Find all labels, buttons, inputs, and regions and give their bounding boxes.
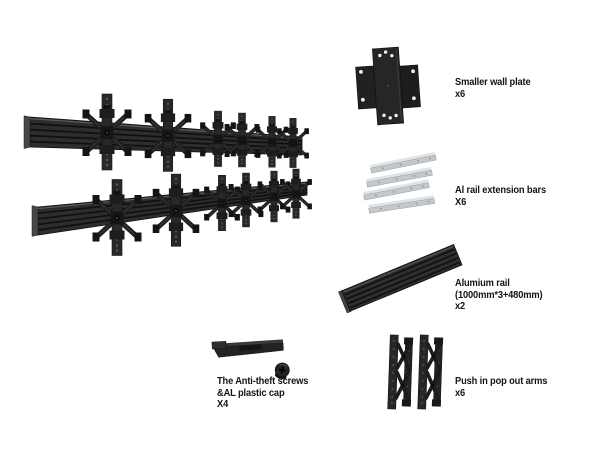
part-detail: &AL plastic cap [217,387,285,399]
part-qty: x2 [455,301,466,313]
part-qty: X6 [455,196,467,208]
part-qty: x6 [455,387,466,399]
part-name: Push in pop out arms [455,376,548,387]
part-name: Smaller wall plate [455,77,531,88]
extension-bars-illustration [363,151,437,214]
wall-plate-illustration [355,46,421,126]
part-qty: X4 [217,399,229,411]
part-name: Alumium rail [455,278,510,289]
label-pop-out-arms: Push in pop out arms x6 [455,376,547,399]
label-wall-plate: Smaller wall plate x6 [455,77,531,100]
bottom-rail-brackets [93,167,314,256]
pop-out-arms-illustration [385,333,446,412]
part-detail: (1000mm*3+480mm) [455,289,543,301]
anti-theft-screw [274,362,290,380]
plastic-cap [211,339,284,358]
part-name: The Anti-theft screws [217,376,309,387]
part-qty: x6 [455,88,466,100]
aluminum-rail-illustration [338,244,463,314]
anti-theft-screw-and-cap-illustration [211,339,290,380]
dual-rail-mount-assembly-illustration [23,94,314,256]
part-name: Al rail extension bars [455,185,547,196]
label-anti-theft-screws: The Anti-theft screws &AL plastic cap X4 [217,376,308,411]
label-extension-bars: Al rail extension bars X6 [455,185,546,208]
label-aluminum-rail: Alumium rail (1000mm*3+480mm) x2 [455,278,543,313]
